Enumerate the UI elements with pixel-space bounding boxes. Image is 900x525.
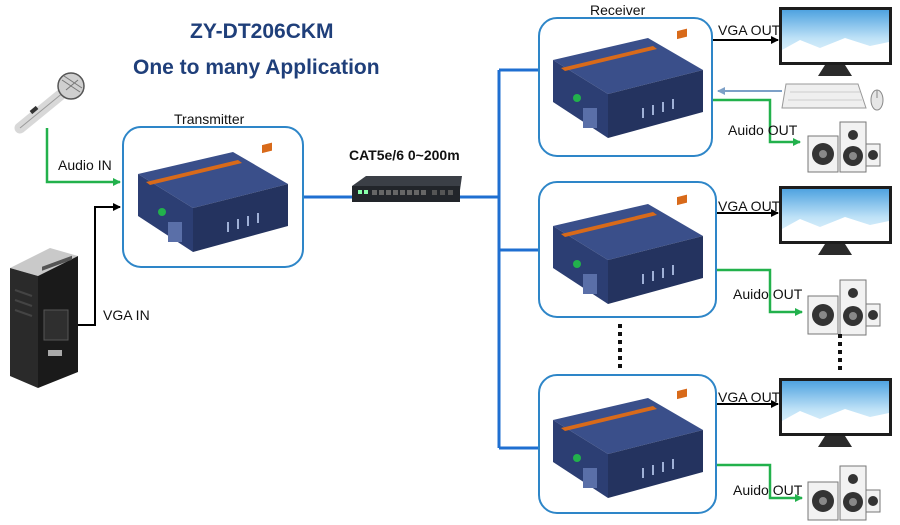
ellipsis-receivers bbox=[618, 324, 622, 368]
audio-out-line-1 bbox=[712, 98, 801, 146]
receiver-device-icon-3 bbox=[553, 388, 703, 498]
ellipsis-speakers bbox=[838, 334, 842, 370]
label-audio-out-2: Auido OUT bbox=[733, 286, 803, 302]
mouse-icon bbox=[870, 89, 884, 111]
receiver-device-icon-2 bbox=[553, 194, 703, 304]
label-audio-in: Audio IN bbox=[58, 157, 112, 173]
receiver-device-icon-1 bbox=[553, 28, 703, 138]
diagram-subtitle: One to many Application bbox=[133, 56, 380, 79]
transmitter-device-icon bbox=[138, 142, 288, 252]
speaker-icon-1 bbox=[807, 121, 881, 173]
label-vga-out-1: VGA OUT bbox=[718, 22, 781, 38]
speaker-icon-3 bbox=[807, 465, 881, 521]
monitor-icon-1 bbox=[779, 7, 892, 76]
label-vga-out-3: VGA OUT bbox=[718, 389, 781, 405]
label-receiver: Receiver bbox=[590, 2, 646, 18]
keyboard-icon bbox=[781, 83, 867, 109]
label-audio-out-1: Auido OUT bbox=[728, 122, 798, 138]
microphone-icon bbox=[14, 72, 85, 134]
audio-out-line-3 bbox=[716, 463, 803, 502]
monitor-icon-2 bbox=[779, 186, 892, 255]
audio-out-line-2 bbox=[716, 268, 803, 316]
label-audio-out-3: Auido OUT bbox=[733, 482, 803, 498]
audio-in-line bbox=[45, 128, 121, 186]
vga-in-line bbox=[78, 203, 121, 326]
pc-tower-icon bbox=[10, 248, 78, 388]
label-vga-in: VGA IN bbox=[103, 307, 150, 323]
network-switch-icon bbox=[352, 176, 462, 202]
label-transmitter: Transmitter bbox=[174, 111, 245, 127]
monitor-icon-3 bbox=[779, 378, 892, 447]
diagram-title: ZY-DT206CKM bbox=[190, 20, 334, 43]
label-cable: CAT5e/6 0~200m bbox=[349, 147, 460, 163]
speaker-icon-2 bbox=[807, 279, 881, 336]
label-vga-out-2: VGA OUT bbox=[718, 198, 781, 214]
